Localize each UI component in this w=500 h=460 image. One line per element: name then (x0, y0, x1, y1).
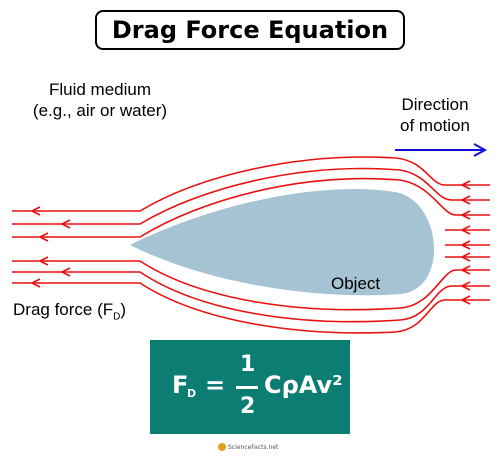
arrow-right-8 (460, 281, 471, 291)
formula-lhs: F (172, 371, 189, 399)
fluid-medium-line2: (e.g., air or water) (32, 101, 168, 120)
logo-text: ScienceFacts.net (228, 443, 279, 451)
title-box: Drag Force Equation (95, 10, 405, 50)
fluid-medium-line1: Fluid medium (48, 80, 152, 99)
arrow-left-4 (38, 256, 49, 266)
flow-arrows (30, 180, 471, 305)
arrow-right-9 (460, 295, 471, 305)
formula-lhs-sub: D (187, 387, 197, 400)
arrow-left-1 (30, 206, 41, 216)
arrow-left-3 (38, 232, 49, 242)
direction-arrow (395, 143, 488, 157)
arrow-right-5 (460, 240, 471, 250)
arrow-right-6 (460, 252, 471, 262)
direction-line2: of motion (400, 116, 470, 135)
formula-equals: = (205, 371, 226, 399)
arrow-right-2 (460, 195, 471, 205)
direction-label: Direction of motion (380, 94, 490, 136)
drag-force-text: Drag force (F (13, 300, 114, 319)
drag-force-label: Drag force (FD) (13, 300, 126, 322)
object-label: Object (331, 274, 381, 293)
arrow-left-6 (30, 278, 41, 288)
streamlines (12, 156, 490, 334)
formula-box: F D = 1 2 CρAv² (150, 340, 350, 434)
arrow-left-2 (60, 219, 71, 229)
arrow-right-7 (460, 265, 471, 275)
arrow-right-4 (460, 225, 471, 235)
direction-line1: Direction (401, 95, 469, 114)
arrow-left-5 (60, 267, 71, 277)
formula-denominator: 2 (240, 394, 256, 419)
streamline-upper-3 (12, 177, 490, 238)
diagram-title: Drag Force Equation (111, 16, 389, 44)
logo-icon (218, 443, 226, 451)
drag-force-close: ) (120, 300, 127, 319)
streamline-lower-2 (12, 271, 490, 323)
sciencefacts-logo: ScienceFacts.net (218, 443, 278, 451)
streamline-upper-2 (12, 167, 490, 225)
fraction-bar (236, 386, 258, 389)
fluid-medium-label: Fluid medium (e.g., air or water) (10, 79, 190, 121)
formula-rhs: CρAv² (264, 371, 343, 399)
object-shape (130, 188, 435, 296)
streamline-lower-3 (12, 260, 490, 311)
arrow-right-1 (460, 180, 471, 190)
formula-numerator: 1 (240, 352, 256, 377)
streamline-lower-1 (12, 282, 490, 334)
streamline-upper-1 (12, 156, 490, 212)
drag-force-subscript: D (113, 311, 121, 323)
arrow-right-3 (460, 210, 471, 220)
